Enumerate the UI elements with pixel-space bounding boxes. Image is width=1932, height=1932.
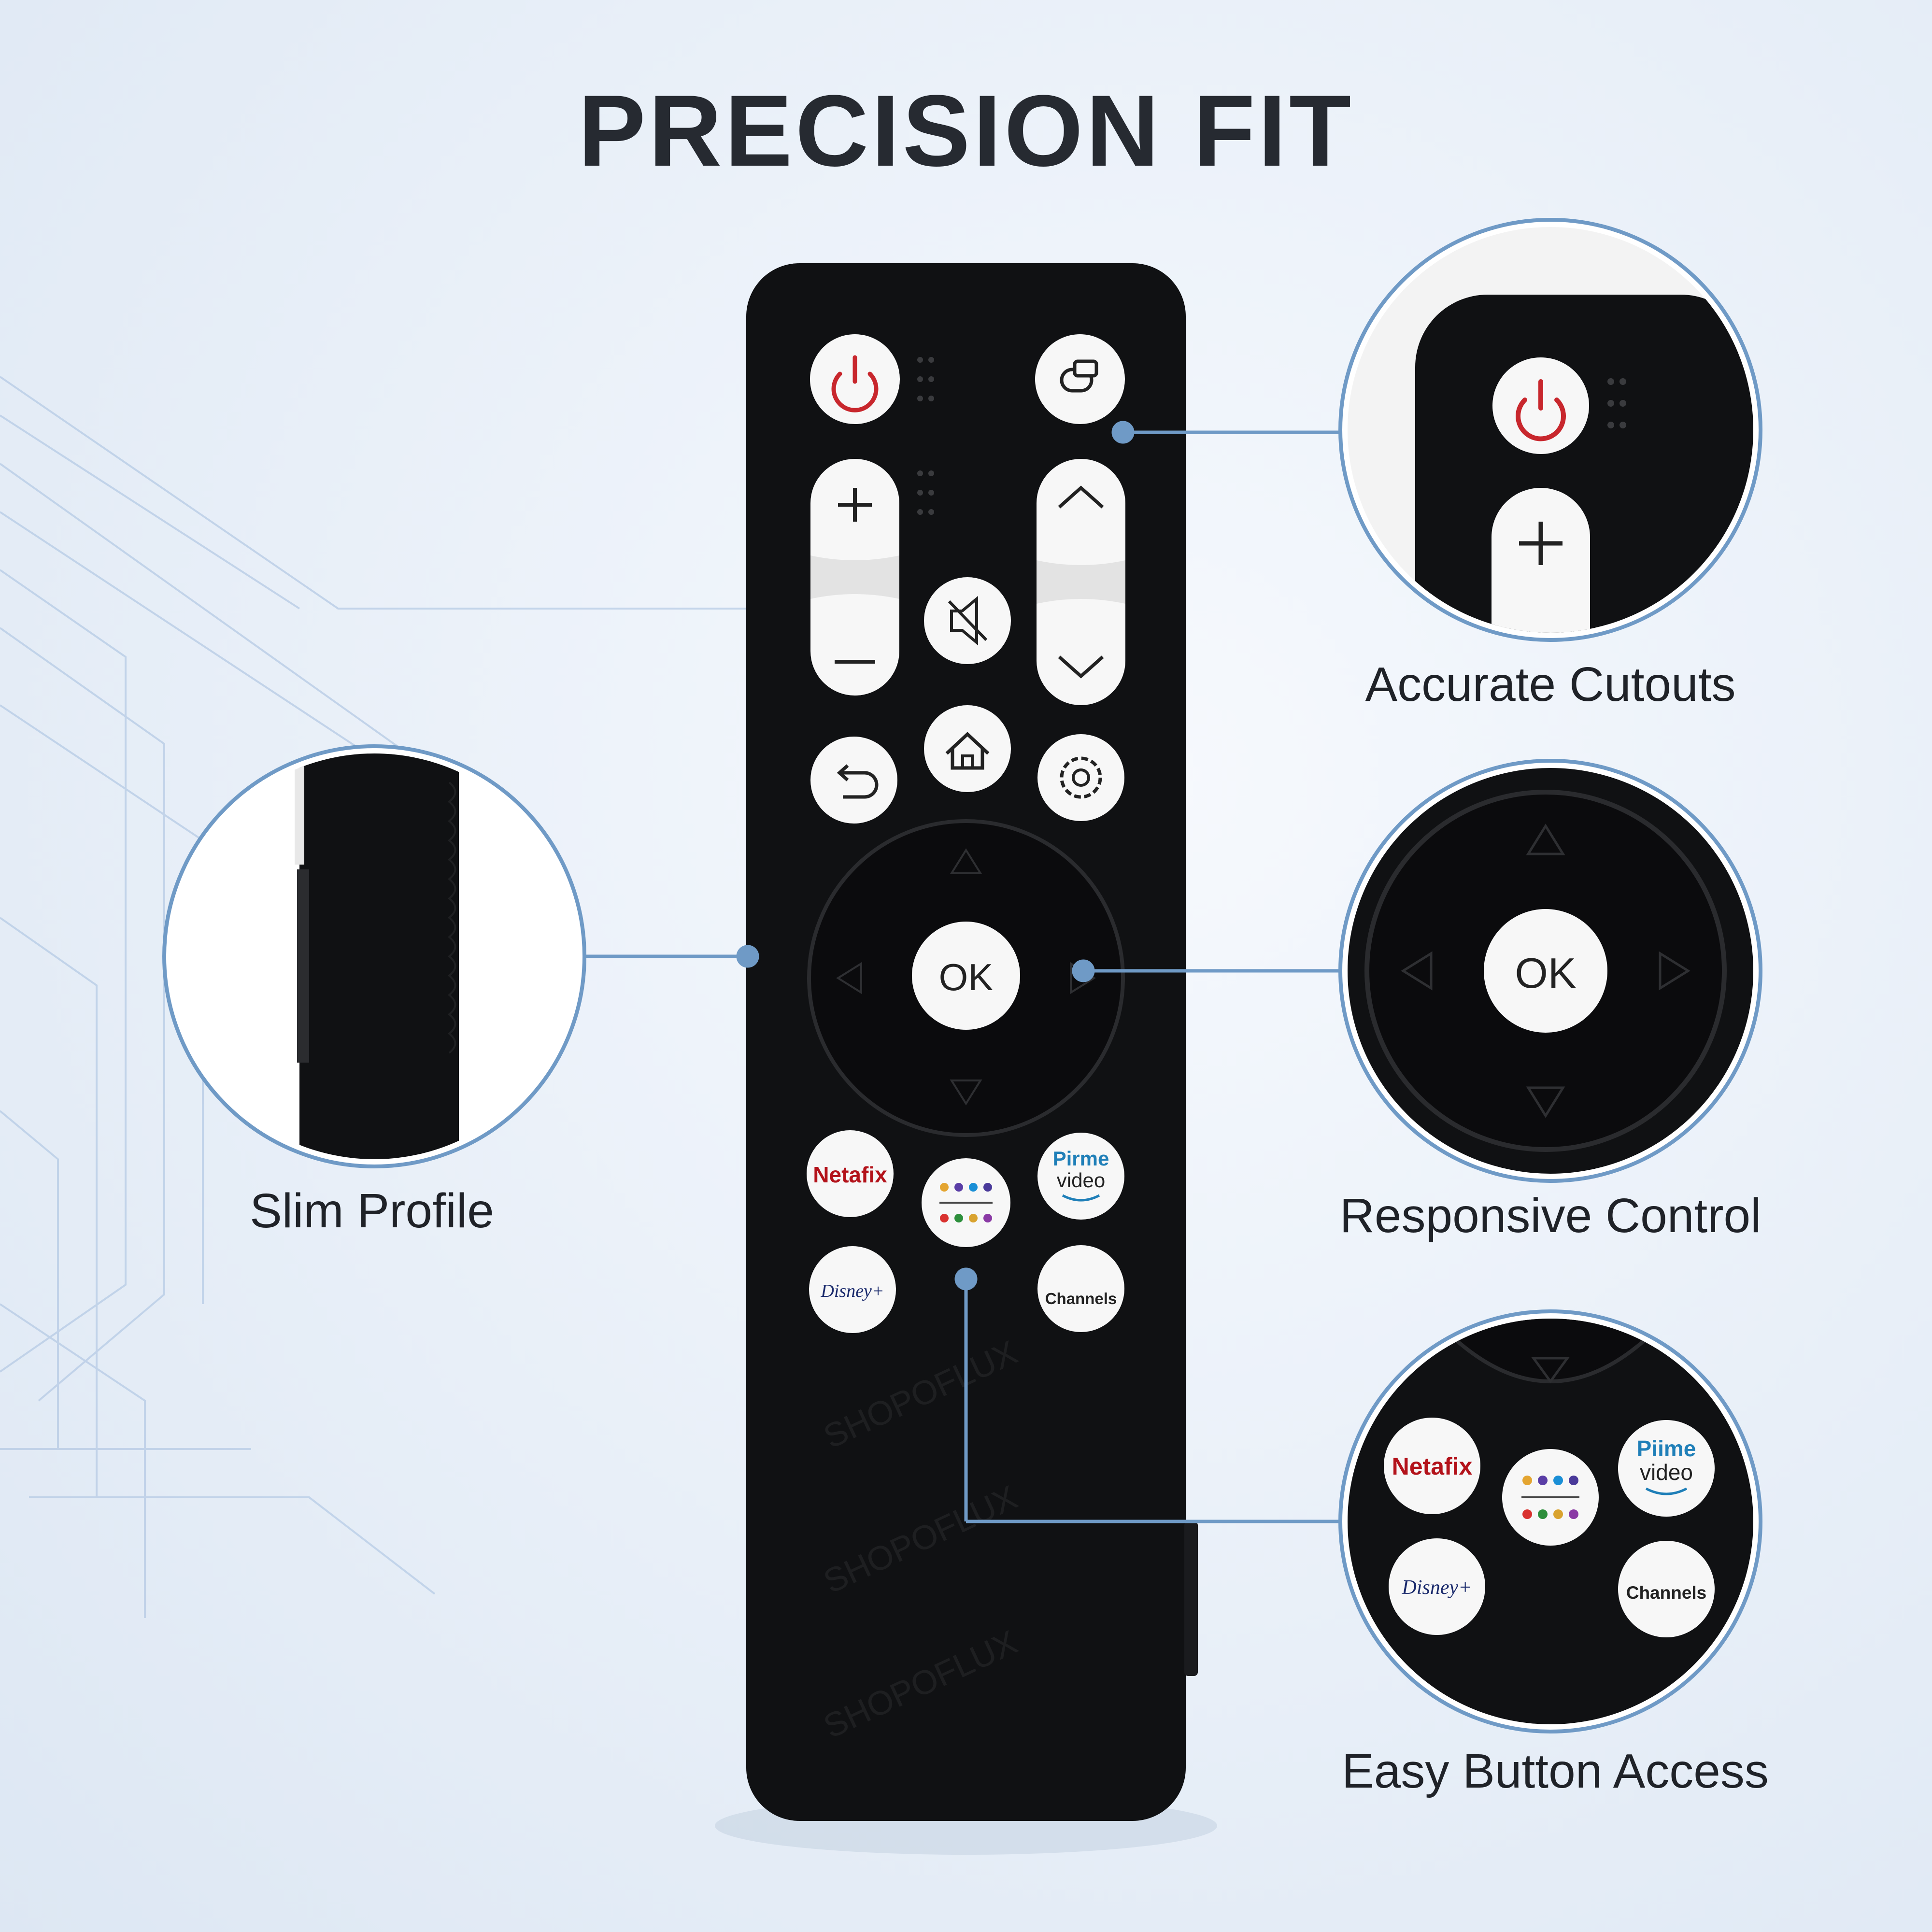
home-button[interactable] — [924, 705, 1011, 792]
zoom-slim-profile — [162, 744, 586, 1168]
zoom-accurate-cutouts — [1338, 218, 1762, 642]
zoom-ok-label: OK — [1515, 949, 1576, 997]
label-slim-profile: Slim Profile — [250, 1184, 494, 1238]
zoom-prime-label-bottom: video — [1640, 1460, 1693, 1485]
netflix-label: Netafix — [813, 1162, 887, 1187]
ok-button[interactable]: OK — [912, 922, 1020, 1030]
back-button[interactable] — [810, 737, 897, 824]
ok-label: OK — [939, 956, 994, 998]
netflix-button[interactable]: Netafix — [807, 1130, 894, 1217]
disney-button[interactable]: Disney+ — [809, 1246, 896, 1333]
label-accurate-cutouts: Accurate Cutouts — [1365, 657, 1736, 711]
label-easy-button-access: Easy Button Access — [1342, 1744, 1769, 1798]
prime-label-top: Pirme — [1053, 1147, 1109, 1170]
disney-label: Disney+ — [820, 1281, 884, 1301]
channel-rocker[interactable] — [1037, 459, 1125, 705]
prime-video-button[interactable]: Pirme video — [1037, 1133, 1124, 1220]
mute-button[interactable] — [924, 577, 1011, 664]
channels-button[interactable]: Channels — [1037, 1245, 1124, 1332]
page-title: PRECISION FIT — [578, 74, 1354, 187]
zoom-prime-label-top: Piime — [1637, 1436, 1696, 1461]
zoom-disney-label: Disney+ — [1402, 1577, 1472, 1599]
input-button[interactable] — [1035, 334, 1125, 424]
settings-button[interactable] — [1037, 734, 1124, 821]
volume-rocker[interactable] — [810, 459, 899, 696]
channels-label: Channels — [1045, 1290, 1117, 1307]
zoom-responsive-control: OK — [1338, 759, 1762, 1183]
power-button[interactable] — [810, 334, 900, 424]
live-tv-button[interactable] — [922, 1158, 1010, 1247]
zoom-netflix-label: Netafix — [1392, 1453, 1473, 1480]
zoom-easy-button-access: Netafix Piime video Disney+ Channels — [1338, 1309, 1762, 1733]
prime-label-bottom: video — [1057, 1169, 1105, 1192]
zoom-channels-label: Channels — [1626, 1583, 1707, 1603]
label-responsive-control: Responsive Control — [1339, 1189, 1762, 1243]
